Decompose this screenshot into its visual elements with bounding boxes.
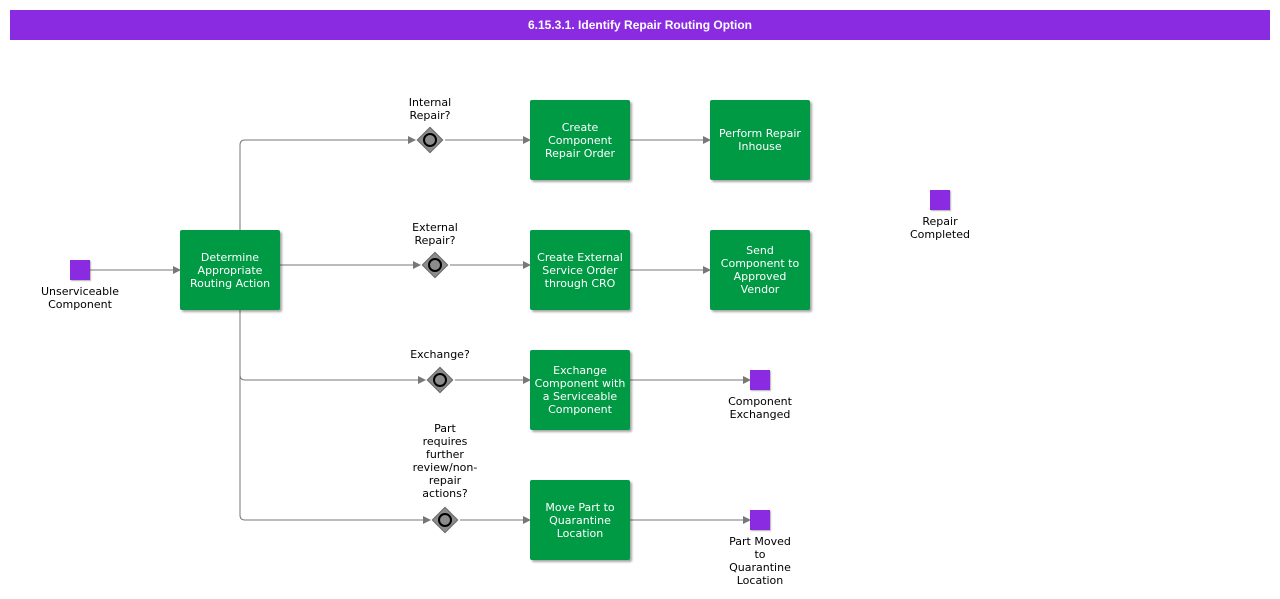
gateway-external-repair — [421, 251, 449, 279]
task-determine-routing[interactable]: Determine Appropriate Routing Action — [180, 230, 280, 310]
gateway-part-review — [431, 506, 459, 534]
gateway-exchange-label: Exchange? — [410, 348, 470, 361]
end-event-part-moved[interactable] — [750, 510, 770, 530]
flow-determine-to-exchange — [239, 310, 426, 384]
task-move-part[interactable]: Move Part to Quarantine Location — [530, 480, 630, 560]
end-event-repair-completed-label: Repair Completed — [910, 215, 970, 241]
task-create-repair-order[interactable]: Create Component Repair Order — [530, 100, 630, 180]
flow-determine-to-part-review — [239, 375, 431, 524]
task-create-external-order[interactable]: Create External Service Order through CR… — [530, 230, 630, 310]
flow-determine-to-internal — [239, 136, 416, 230]
task-perform-repair[interactable]: Perform Repair Inhouse — [710, 100, 810, 180]
gateway-external-label: External Repair? — [412, 221, 458, 247]
end-event-component-exchanged[interactable] — [750, 370, 770, 390]
gateway-exchange — [426, 366, 454, 394]
start-event[interactable] — [70, 260, 90, 280]
end-event-part-moved-label: Part Moved to Quarantine Location — [729, 535, 791, 587]
diagram-title: 6.15.3.1. Identify Repair Routing Option — [10, 10, 1270, 40]
end-event-repair-completed[interactable] — [930, 190, 950, 210]
end-event-component-exchanged-label: Component Exchanged — [728, 395, 792, 421]
start-event-label: Unserviceable Component — [41, 285, 119, 311]
task-exchange-component[interactable]: Exchange Component with a Serviceable Co… — [530, 350, 630, 430]
gateway-internal-repair — [416, 126, 444, 154]
gateway-part-review-label: Part requires further review/non- repair… — [412, 422, 478, 500]
gateway-internal-label: Internal Repair? — [408, 96, 452, 122]
task-send-vendor[interactable]: Send Component to Approved Vendor — [710, 230, 810, 310]
